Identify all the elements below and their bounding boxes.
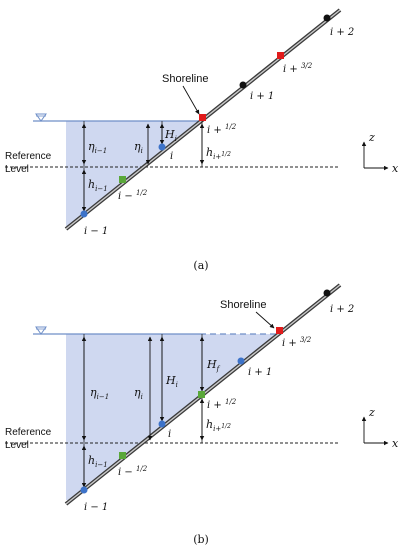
label-i-plus-1: i + 1 [250, 91, 274, 102]
xz-axes-icon: z x [361, 131, 399, 175]
eta-prev-label-b: ηi−1 [90, 386, 109, 401]
node-i-plus-3-2-b [276, 327, 283, 334]
reference-label-b-1: Reference [5, 427, 52, 438]
node-i-minus-1-2-b [119, 452, 126, 459]
node-i-plus-1-2 [199, 114, 206, 121]
eta-i-label-b: ηi [134, 386, 143, 401]
caption-b: (b) [193, 533, 209, 546]
label-i-plus-2-b: i + 2 [330, 304, 354, 315]
node-i-plus-2 [323, 14, 331, 22]
panel-b: Reference Level ηi−1 hi−1 ηi Hi Hf hi+1/… [5, 283, 399, 546]
label-i-minus-1: i − 1 [84, 226, 108, 237]
H-i-label-b: Hi [165, 374, 178, 389]
shoreline-arrow-b [255, 311, 275, 329]
label-i-plus-3-2: i + 3/2 [283, 62, 313, 75]
svg-text:x: x [392, 162, 399, 175]
reference-label-a-1: Reference [5, 151, 52, 162]
node-i-minus-1-2 [119, 176, 126, 183]
label-i: i [170, 151, 173, 162]
caption-a: (a) [193, 259, 208, 272]
node-i-minus-1 [80, 210, 88, 218]
h-prev-label-b: hi−1 [88, 454, 108, 469]
label-i-plus-1-2-b: i + 1/2 [207, 398, 237, 411]
svg-text:z: z [368, 131, 375, 144]
svg-text:z: z [368, 406, 375, 419]
node-i [158, 143, 166, 151]
label-i-plus-3-2-b: i + 3/2 [282, 336, 312, 349]
inverted-triangle-icon [35, 326, 47, 335]
panel-a: Reference Level ηi−1 hi−1 ηi Hi hi+1/2 S… [5, 8, 399, 272]
H-f-label-b: Hf [206, 358, 221, 373]
inverted-triangle-icon [35, 113, 47, 122]
xz-axes-icon: z x [361, 406, 399, 450]
label-i-minus-1-2-b: i − 1/2 [118, 465, 148, 478]
reference-label-a-2: Level [5, 164, 29, 175]
eta-i-label: ηi [134, 140, 143, 155]
label-i-b: i [168, 429, 171, 440]
node-i-plus-3-2 [277, 52, 284, 59]
h-prev-label: hi−1 [88, 178, 108, 193]
shoreline-arrow-a [182, 85, 200, 115]
reference-label-b-2: Level [5, 440, 29, 451]
node-i-plus-2-b [323, 289, 331, 297]
eta-prev-label: ηi−1 [88, 140, 107, 155]
H-i-label: Hi [164, 128, 177, 143]
label-i-minus-1-2: i − 1/2 [118, 189, 148, 202]
shoreline-label-b: Shoreline [220, 299, 266, 311]
label-i-plus-1-2: i + 1/2 [207, 123, 237, 136]
node-i-b [158, 420, 166, 428]
node-i-minus-1-b [80, 486, 88, 494]
label-i-plus-2: i + 2 [330, 27, 354, 38]
h-half-label-b: hi+1/2 [206, 418, 231, 433]
h-half-label: hi+1/2 [206, 146, 231, 161]
node-i-plus-1-2-b [198, 391, 205, 398]
node-i-plus-1 [239, 81, 247, 89]
label-i-minus-1-b: i − 1 [84, 502, 108, 513]
shoreline-label-a: Shoreline [162, 73, 208, 85]
svg-text:x: x [392, 437, 399, 450]
node-i-plus-1-b [237, 357, 245, 365]
label-i-plus-1-b: i + 1 [248, 367, 272, 378]
